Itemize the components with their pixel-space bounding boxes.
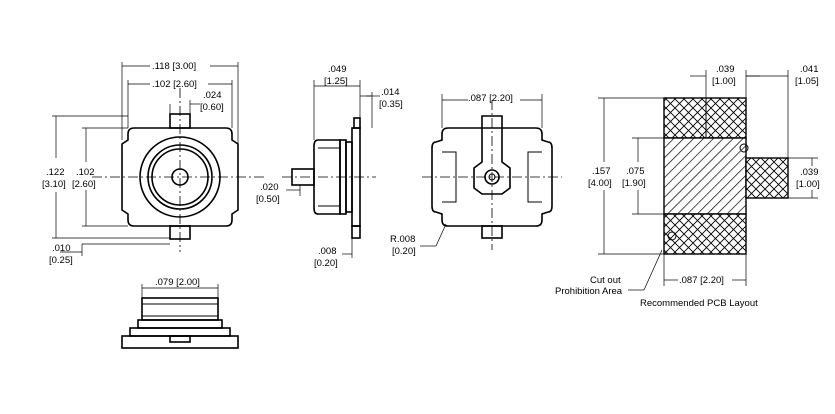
pcb-gap-mm: [1.90] [622, 178, 646, 189]
side-depth-in: .049 [328, 64, 347, 75]
bottom-view: .079 [2.00] [121, 277, 239, 349]
rear-view: .087 [2.20] R.008 [0.20] [390, 93, 562, 257]
pcb-pad-width-mm: [1.00] [712, 76, 736, 87]
side-pin-in: .020 [260, 182, 279, 193]
front-bottom-mm: [0.25] [49, 255, 73, 266]
pcb-height-overall-in: .157 [592, 166, 611, 177]
pcb-offset-mm: [1.05] [795, 76, 819, 87]
pcb-base-width: .087 [2.20] [679, 275, 724, 286]
pcb-gap-in: .075 [626, 166, 645, 177]
side-depth-mm: [1.25] [324, 76, 348, 87]
rear-radius-in: R.008 [390, 234, 415, 245]
pcb-cutout-area [663, 137, 747, 215]
front-tab-in: .024 [203, 90, 222, 101]
side-base-in: .008 [318, 246, 337, 257]
front-bottom-in: .010 [52, 243, 71, 254]
rear-width: .087 [2.20] [468, 93, 513, 104]
pcb-layout: .039 [1.00] .041 [1.05] .157 [4.00] .075… [555, 64, 820, 309]
pcb-signal-pad [745, 157, 789, 199]
side-base-mm: [0.20] [314, 258, 338, 269]
pcb-caption: Recommended PCB Layout [640, 298, 758, 309]
pcb-signal-pad-in: .039 [800, 167, 819, 178]
pcb-cutout-line2: Prohibition Area [555, 286, 623, 297]
pcb-height-overall-mm: [4.00] [588, 178, 612, 189]
front-height-overall-mm: [3.10] [42, 179, 66, 190]
front-width-inner: .102 [2.60] [152, 79, 197, 90]
front-view: .118 [3.00] .102 [2.60] .024 [0.60] .122… [42, 61, 264, 266]
pcb-pad-width-in: .039 [716, 64, 735, 75]
side-flange-in: .014 [381, 87, 400, 98]
side-pin-mm: [0.50] [256, 194, 280, 205]
pcb-ground-pad-bottom [663, 213, 747, 255]
pcb-ground-pad-top [663, 97, 747, 139]
pcb-cutout-line1: Cut out [590, 275, 621, 286]
side-flange-mm: [0.35] [379, 99, 403, 110]
side-view: .049 [1.25] .014 [0.35] .020 [0.50] .008… [256, 64, 403, 269]
pcb-offset-in: .041 [800, 64, 819, 75]
rear-radius-mm: [0.20] [392, 246, 416, 257]
front-height-inner-in: .102 [76, 167, 95, 178]
front-height-inner-mm: [2.60] [72, 179, 96, 190]
front-tab-mm: [0.60] [200, 102, 224, 113]
pcb-signal-pad-mm: [1.00] [796, 179, 820, 190]
bottom-width: .079 [2.00] [155, 277, 200, 288]
front-height-overall-in: .122 [46, 167, 65, 178]
front-width-overall: .118 [3.00] [152, 61, 196, 72]
